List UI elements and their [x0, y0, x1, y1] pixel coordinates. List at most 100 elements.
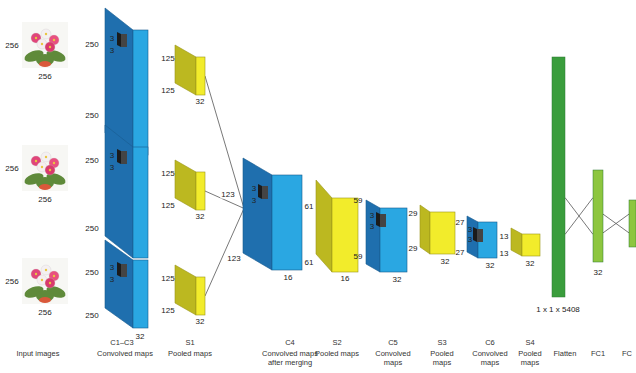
- kernel-cube: [121, 34, 127, 47]
- dimension-label: 250: [85, 268, 98, 277]
- block-side: [105, 125, 133, 258]
- flower-center: [35, 273, 37, 275]
- dimension-label: 3: [252, 184, 256, 193]
- dimension-label: 32: [526, 259, 535, 268]
- pool-block: 12512532: [175, 45, 205, 95]
- node-shape: [22, 258, 68, 304]
- conv-block: 59335932: [366, 200, 407, 272]
- layer-caption: Pooled maps: [424, 349, 460, 367]
- dimension-label: 256: [5, 41, 18, 50]
- layer-caption: Convolved maps: [373, 349, 413, 367]
- flower: [45, 165, 55, 175]
- dimension-label: 250: [85, 156, 98, 165]
- block-front: [332, 198, 358, 272]
- dense-layer: 32: [593, 170, 603, 262]
- flower-center: [35, 37, 37, 39]
- kernel-cube: [477, 229, 483, 242]
- layer-caption: Input images: [8, 349, 68, 358]
- dimension-label: 125: [161, 306, 174, 315]
- conv-block: 2503325032: [105, 125, 148, 258]
- flower: [45, 42, 55, 52]
- dimension-label: 61: [305, 258, 314, 267]
- node-shape: [175, 160, 205, 210]
- node-shape: [105, 125, 148, 258]
- dense-connection: [603, 214, 629, 233]
- flower-center: [41, 166, 43, 168]
- dimension-label: 32: [393, 275, 402, 284]
- dimension-label: 125: [161, 169, 174, 178]
- dimension-label: 16: [341, 274, 350, 283]
- layer-caption: C4: [280, 338, 300, 347]
- dimension-label: 3: [370, 222, 374, 231]
- dimension-label: 3: [110, 34, 114, 43]
- block-front: [133, 147, 148, 258]
- pot: [39, 297, 51, 303]
- layer-caption: Pooled maps: [315, 349, 359, 358]
- kernel-cube: [117, 32, 121, 47]
- dimension-label: 3: [370, 211, 374, 220]
- dimension-label: 3: [110, 163, 114, 172]
- dimension-label: 3: [468, 235, 472, 244]
- input-image: 256256: [22, 145, 68, 191]
- layer-caption: Convolved maps after merging: [259, 349, 321, 367]
- block-side: [511, 228, 522, 256]
- dimension-label: 61: [305, 202, 314, 211]
- dimension-label: 27: [456, 218, 465, 227]
- input-image: 256256: [22, 258, 68, 304]
- dimension-label: 256: [38, 308, 51, 317]
- dense-layer: [629, 200, 636, 247]
- pool-block: 616116: [316, 180, 358, 272]
- kernel-cube: [262, 186, 268, 199]
- flower: [45, 278, 55, 288]
- dimension-label: 1 x 1 x 5408: [536, 305, 580, 314]
- image-ground: [22, 145, 68, 191]
- dimension-label: 125: [161, 86, 174, 95]
- block-front: [380, 208, 407, 272]
- layer-caption: C5: [383, 338, 403, 347]
- block-front: [430, 212, 455, 254]
- flower-center: [53, 39, 55, 41]
- image-ground: [22, 22, 68, 68]
- node-shape: [420, 205, 455, 254]
- dense-connection: [565, 198, 593, 235]
- flower-center: [49, 46, 51, 48]
- dimension-label: 3: [110, 46, 114, 55]
- pool-block: 292932: [420, 205, 455, 254]
- dimension-label: 3: [252, 196, 256, 205]
- layer-caption: Convolved maps: [90, 349, 160, 358]
- dimension-label: 29: [409, 244, 418, 253]
- dimension-label: 32: [196, 317, 205, 326]
- dimension-label: 32: [196, 212, 205, 221]
- layer-caption: S1: [180, 338, 200, 347]
- dimension-label: 29: [409, 209, 418, 218]
- block-side: [366, 200, 380, 272]
- vector-bar: [552, 57, 565, 297]
- block-side: [175, 45, 196, 95]
- flatten-vector: 1 x 1 x 5408: [552, 57, 565, 297]
- block-side: [243, 158, 272, 270]
- dimension-label: 125: [161, 274, 174, 283]
- dimension-label: 27: [456, 248, 465, 257]
- vector-bar: [593, 170, 603, 262]
- block-front: [196, 277, 205, 315]
- kernel-cube: [117, 149, 121, 164]
- kernel-cube: [376, 212, 380, 227]
- vector-bar: [629, 200, 636, 247]
- conv-block: 2503325032: [105, 240, 148, 328]
- block-front: [196, 172, 205, 210]
- dimension-label: 123: [227, 254, 240, 263]
- layer-caption: S4: [520, 338, 540, 347]
- kernel-cube: [121, 151, 127, 164]
- dimension-label: 32: [594, 268, 603, 277]
- node-shape: [552, 57, 565, 297]
- flower-center: [53, 162, 55, 164]
- layer-caption: Pooled maps: [515, 349, 545, 367]
- dimension-label: 32: [136, 332, 145, 341]
- dimension-label: 59: [354, 252, 363, 261]
- dimension-label: 3: [110, 275, 114, 284]
- dimension-label: 13: [500, 232, 509, 241]
- block-front: [522, 234, 540, 256]
- layer-caption: Pooled maps: [160, 349, 220, 358]
- dimension-label: 250: [85, 111, 98, 120]
